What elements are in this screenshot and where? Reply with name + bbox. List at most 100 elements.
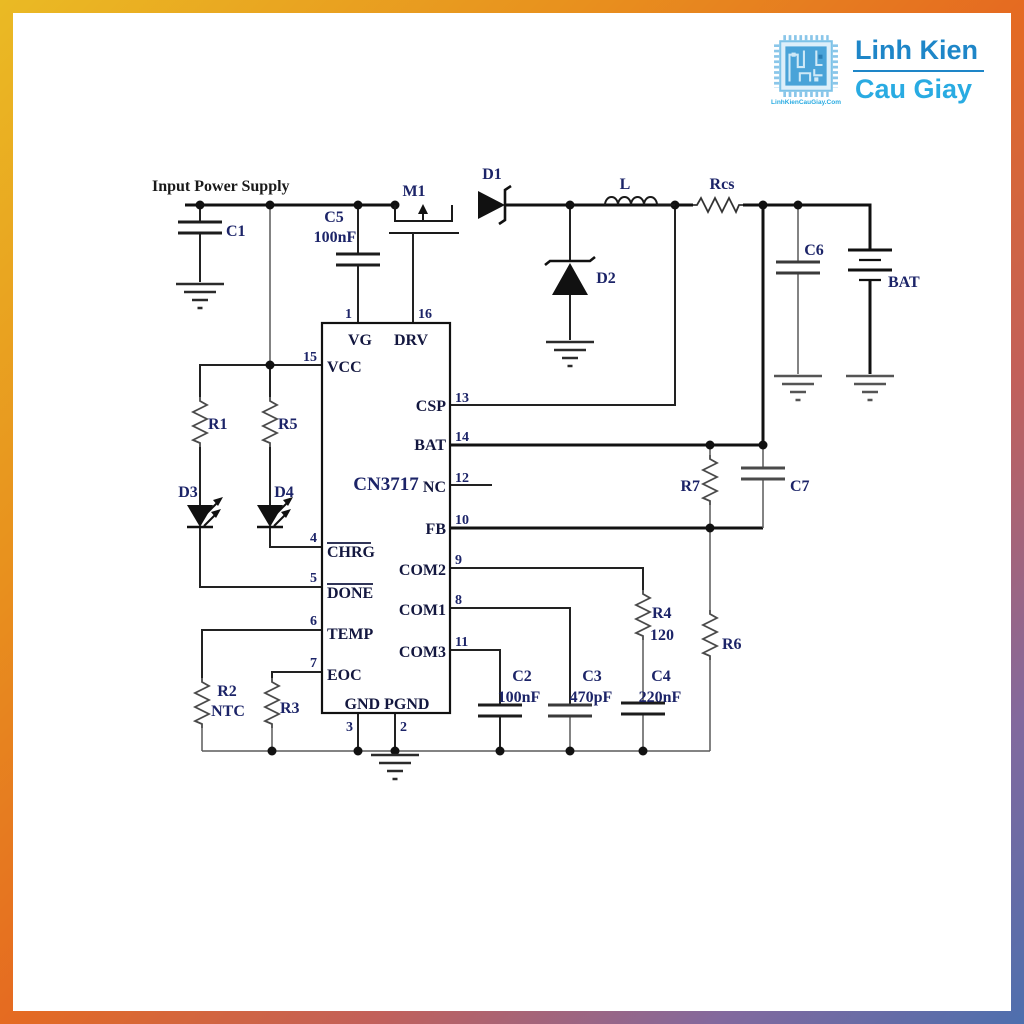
- svg-text:2: 2: [400, 720, 407, 735]
- svg-text:11: 11: [455, 635, 468, 650]
- label-l: L: [620, 176, 631, 193]
- ic-pin-label-com2: COM2: [399, 562, 446, 579]
- svg-text:8: 8: [455, 593, 462, 608]
- logo-line1: Linh Kien: [853, 34, 984, 72]
- label-c7: C7: [790, 478, 810, 495]
- wire-gnd-pins: [357, 713, 396, 751]
- ic-pin-label-com1: COM1: [399, 602, 446, 619]
- resistor-r5: [262, 396, 278, 448]
- ic-pin-label-eoc: EOC: [327, 667, 362, 684]
- ground-d2: [544, 340, 596, 368]
- wire-csp: [450, 205, 676, 406]
- schematic-paper: [13, 13, 1011, 1011]
- junction-dots: [195, 200, 803, 756]
- zener-d2: [544, 255, 596, 295]
- svg-text:7: 7: [310, 656, 317, 671]
- svg-text:9: 9: [455, 553, 462, 568]
- capacitor-c2: [476, 703, 524, 718]
- label-r5: R5: [278, 416, 298, 433]
- ic-pin-label-vg: VG: [348, 332, 373, 349]
- capacitor-c6: [774, 260, 822, 275]
- logo-line2: Cau Giay: [855, 73, 973, 104]
- svg-text:1: 1: [345, 307, 352, 322]
- ic-pin-label-temp: TEMP: [327, 626, 373, 643]
- label-c3: C3: [582, 668, 602, 685]
- label-r2s: NTC: [211, 703, 245, 720]
- resistor-r6: [702, 609, 718, 661]
- wire-com1: [450, 607, 571, 705]
- label-c6: C6: [804, 242, 824, 259]
- capacitor-c1: [176, 220, 224, 235]
- ic-pin-label-csp: CSP: [416, 398, 446, 415]
- label-bat: BAT: [888, 274, 920, 291]
- resistor-r2: [194, 677, 210, 729]
- ic-pin-label-done: DONE: [327, 585, 373, 602]
- svg-text:6: 6: [310, 614, 317, 629]
- label-c4v: 220nF: [639, 689, 682, 706]
- led-d3: [185, 495, 225, 529]
- wire-led1: [199, 447, 322, 588]
- label-m1: M1: [402, 183, 425, 200]
- capacitor-c3: [546, 703, 594, 718]
- svg-text:10: 10: [455, 513, 469, 528]
- label-r4: R4: [652, 605, 672, 622]
- circuit-wiring: [185, 203, 872, 752]
- label-r7: R7: [680, 478, 700, 495]
- wire-temp: [201, 629, 322, 678]
- svg-text:4: 4: [310, 531, 317, 546]
- svg-text:15: 15: [303, 350, 317, 365]
- inductor-l: [604, 196, 675, 206]
- resistor-r3: [264, 677, 280, 729]
- label-c5: C5: [324, 209, 344, 226]
- resistor-r1: [192, 396, 208, 448]
- resistor-r7: [702, 454, 718, 506]
- ic-pin-label-com3: COM3: [399, 644, 446, 661]
- led-d4: [255, 495, 295, 529]
- wire-com2: [450, 567, 644, 590]
- label-c2: C2: [512, 668, 532, 685]
- input-power-supply-label: Input Power Supply: [152, 178, 290, 195]
- component-labels: Input Power Supply C1 C5 100nF M1 D1 D2 …: [152, 166, 920, 720]
- logo-chip-block: LinhKienCauGiay.Com: [771, 34, 841, 106]
- ic-pin-label-bat: BAT: [414, 437, 446, 454]
- wire-r2r3-bot: [201, 728, 273, 751]
- svg-text:3: 3: [346, 720, 353, 735]
- wire-com3: [450, 649, 501, 705]
- label-c5v: 100nF: [314, 229, 357, 246]
- svg-text:16: 16: [418, 307, 432, 322]
- label-r2: R2: [217, 683, 237, 700]
- svg-text:12: 12: [455, 471, 469, 486]
- ground-bat: [844, 374, 896, 402]
- ground-c1: [174, 282, 226, 310]
- label-c4: C4: [651, 668, 671, 685]
- ground-main: [369, 753, 421, 781]
- wire-eoc: [271, 671, 322, 678]
- ic-pin-label-drv: DRV: [394, 332, 429, 349]
- label-d2: D2: [596, 270, 616, 287]
- capacitor-c7: [739, 466, 787, 481]
- label-r6: R6: [722, 636, 742, 653]
- label-d1: D1: [482, 166, 502, 183]
- ground-c6: [772, 374, 824, 402]
- label-c1: C1: [226, 223, 246, 240]
- ic-pin-numbers: 1 16 15 4 5 6 7 13 14 12 10 9 8 11 3 2: [303, 307, 469, 735]
- diode-d1: [478, 184, 512, 226]
- label-r1: R1: [208, 416, 228, 433]
- label-d3: D3: [178, 484, 198, 501]
- logo-text-block: Linh Kien Cau Giay: [853, 34, 984, 104]
- chip-icon: [774, 35, 838, 97]
- ic-pin-label-vcc: VCC: [327, 359, 362, 376]
- label-d4: D4: [274, 484, 294, 501]
- ic-cn3717: VG DRV VCC CN3717 CSP BAT NC FB COM2 COM…: [320, 321, 452, 715]
- svg-text:13: 13: [455, 391, 469, 406]
- capacitor-c5: [334, 252, 382, 267]
- battery-bat: [846, 248, 894, 282]
- label-r3: R3: [280, 700, 300, 717]
- resistor-r4: [635, 589, 651, 641]
- logo-url: LinhKienCauGiay.Com: [771, 99, 841, 106]
- ic-pin-label-nc: NC: [423, 479, 446, 496]
- resistor-rcs: [692, 197, 744, 213]
- wire-vcc-line: [199, 364, 322, 397]
